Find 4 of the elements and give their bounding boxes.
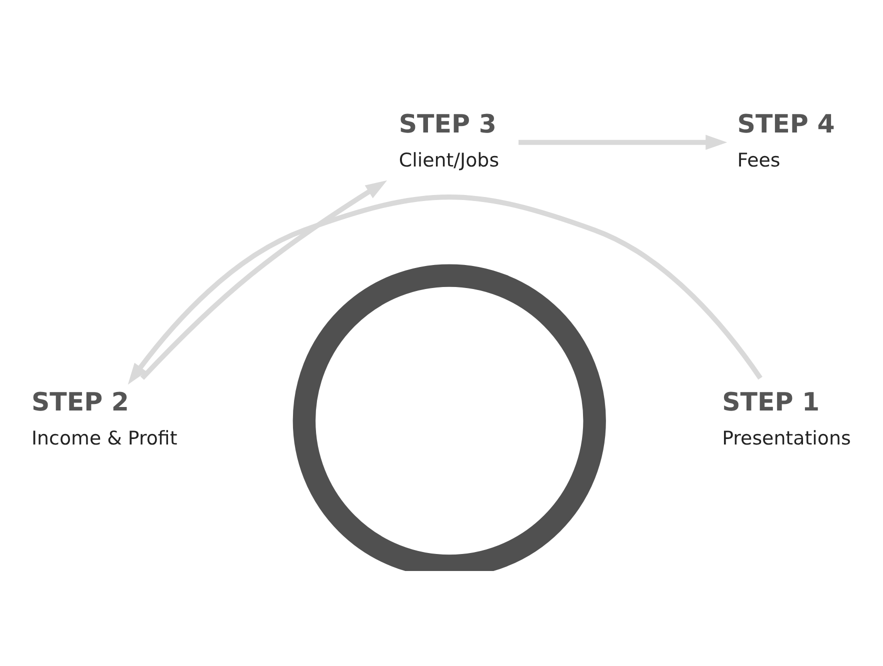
node-text: STEP 2 Income & Profit (31, 388, 178, 450)
node-text: STEP 1 Presentations (722, 388, 851, 450)
node-text: STEP 3 Client/Jobs (398, 109, 500, 172)
node-text: STEP 4 Fees (737, 109, 835, 172)
